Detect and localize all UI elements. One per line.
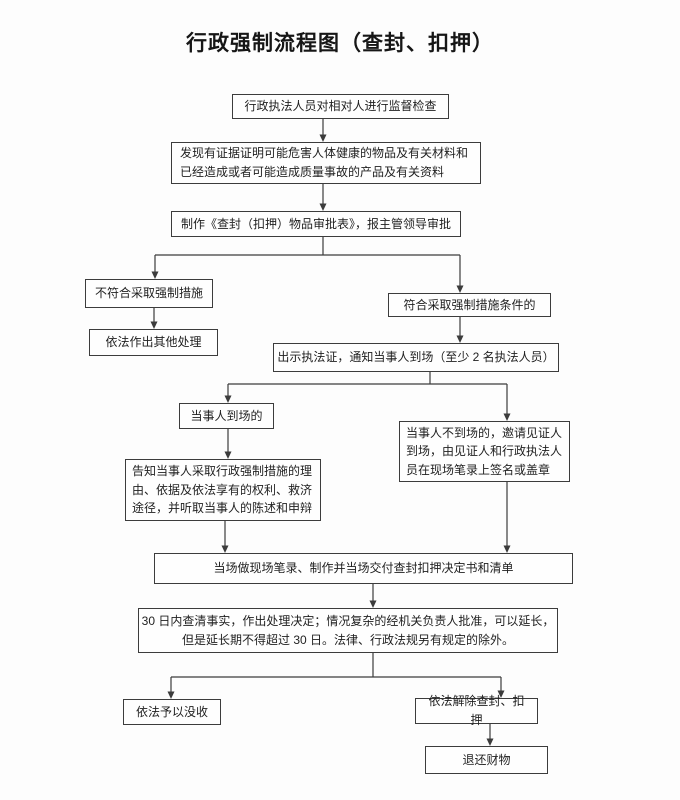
node-party-present-label: 当事人到场的 [190,408,263,423]
node-onsite-record: 当场做现场笔录、制作并当场交付查封扣押决定书和清单 [154,553,573,584]
node-confiscate: 依法予以没收 [123,699,221,725]
node-other-handling-label: 依法作出其他处理 [105,335,202,350]
node-supervise-check-label: 行政执法人员对相对人进行监督检查 [244,99,437,114]
node-inform-rights-label: 告知当事人采取行政强制措施的理由、依据及依法享有的权利、救济途径，并听取当事人的… [132,464,313,516]
node-supervise-check: 行政执法人员对相对人进行监督检查 [232,94,449,119]
page-title: 行政强制流程图（查封、扣押） [186,32,494,55]
node-show-certificate-label: 出示执法证，通知当事人到场（至少 2 名执法人员） [277,350,555,365]
node-inform-rights: 告知当事人采取行政强制措施的理由、依据及依法享有的权利、救济途径，并听取当事人的… [125,459,321,521]
node-party-present: 当事人到场的 [179,403,274,429]
node-qualified-label: 符合采取强制措施条件的 [403,297,536,312]
node-discover-evidence: 发现有证据证明可能危害人体健康的物品及有关材料和已经造成或者可能造成质量事故的产… [171,142,481,184]
node-not-qualified: 不符合采取强制措施 [85,279,213,308]
node-return-property-label: 退还财物 [462,752,511,767]
node-make-approval-form-label: 制作《查封（扣押）物品审批表》，报主管领导审批 [180,216,451,231]
node-release-seizure-label: 依法解除查封、扣押 [428,694,525,727]
node-discover-evidence-label: 发现有证据证明可能危害人体健康的物品及有关材料和已经造成或者可能造成质量事故的产… [180,146,469,179]
node-onsite-record-label: 当场做现场笔录、制作并当场交付查封扣押决定书和清单 [213,561,514,576]
node-make-approval-form: 制作《查封（扣押）物品审批表》，报主管领导审批 [171,211,461,237]
node-confiscate-label: 依法予以没收 [135,704,208,719]
node-30-day-decision-label: 30 日内查清事实，作出处理决定；情况复杂的经机关负责人批准，可以延长，但是延长… [141,613,555,647]
node-return-property: 退还财物 [425,746,548,774]
node-party-absent-label: 当事人不到场的，邀请见证人到场，由见证人和行政执法人员在现场笔录上签名或盖章 [406,425,563,477]
node-qualified: 符合采取强制措施条件的 [388,293,551,317]
node-other-handling: 依法作出其他处理 [89,329,218,356]
node-30-day-decision: 30 日内查清事实，作出处理决定；情况复杂的经机关负责人批准，可以延长，但是延长… [138,608,558,653]
node-party-absent: 当事人不到场的，邀请见证人到场，由见证人和行政执法人员在现场笔录上签名或盖章 [399,421,570,482]
node-release-seizure: 依法解除查封、扣押 [415,694,538,727]
node-show-certificate: 出示执法证，通知当事人到场（至少 2 名执法人员） [273,343,559,372]
node-not-qualified-label: 不符合采取强制措施 [94,286,203,301]
